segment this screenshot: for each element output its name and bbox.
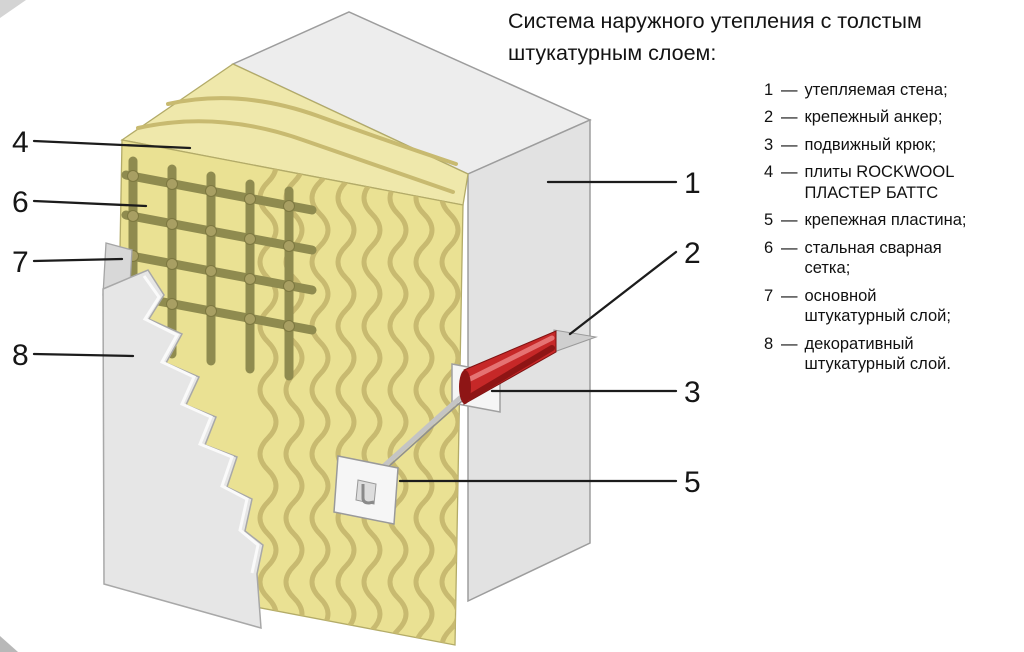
callout-7: 7	[12, 246, 29, 279]
legend-dash: —	[781, 81, 798, 99]
legend-item-6: 6 — стальная сварная сетка;	[764, 238, 1002, 279]
callout-8: 8	[12, 339, 29, 372]
callout-6: 6	[12, 186, 29, 219]
legend-item-text: стальная сварная сетка;	[804, 238, 942, 278]
callout-2: 2	[684, 237, 701, 270]
anchor-base-cap	[459, 370, 471, 404]
fixing-anchor	[459, 329, 598, 405]
legend-item-number: 6	[764, 238, 774, 257]
legend-item-text: утепляемая стена;	[804, 81, 948, 99]
anchor-highlight	[467, 335, 555, 382]
legend-item-text: основной штукатурный слой;	[804, 286, 951, 326]
steel-mesh	[121, 156, 317, 381]
leader-line-4	[32, 139, 192, 150]
legend-item-number: 5	[764, 211, 774, 230]
legend-item-7: 7 — основной штукатурный слой;	[764, 286, 1002, 327]
legend-item-8: 8 — декоративный штукатурный слой.	[764, 334, 1002, 375]
legend-dash: —	[781, 108, 798, 127]
callout-1: 1	[684, 167, 701, 200]
legend-item-number: 3	[764, 135, 774, 154]
legend-item-2: 2 — крепежный анкер;	[764, 107, 1002, 127]
leader-line-2	[568, 250, 678, 336]
torn-edge-highlight	[142, 275, 260, 574]
mesh-weld-dots	[127, 170, 295, 332]
legend-dash: —	[781, 334, 798, 353]
legend-dash: —	[781, 238, 798, 257]
legend-dash: —	[781, 135, 798, 154]
legend: 1 — утепляемая стена; 2 — крепежный анке…	[764, 80, 1002, 381]
legend-item-number: 4	[764, 163, 774, 182]
legend-item-text: крепежная пластина;	[804, 211, 967, 230]
legend-item-5: 5 — крепежная пластина;	[764, 210, 1002, 230]
legend-item-number: 2	[764, 108, 774, 127]
legend-item-1: 1 — утепляемая стена;	[764, 80, 1002, 100]
plate-hook	[361, 484, 375, 505]
leader-lines	[32, 139, 678, 483]
anchor-shadow	[467, 345, 555, 400]
legend-dash: —	[781, 211, 798, 230]
diagram-title: Система наружного утепления с толстым шт…	[508, 9, 922, 66]
callout-3: 3	[684, 376, 701, 409]
decorative-plaster-panel	[102, 269, 264, 630]
legend-item-3: 3 — подвижный крюк;	[764, 135, 1002, 155]
leader-line-7	[32, 257, 124, 263]
legend-item-4: 4 — плиты ROCKWOOL ПЛАСТЕР БАТТС	[764, 162, 1002, 203]
callout-numbers: 4 6 7 8 1 2 3 5	[12, 126, 701, 499]
legend-dash: —	[781, 286, 798, 305]
insulation-top-texture	[136, 96, 458, 194]
leader-line-6	[32, 199, 148, 208]
legend-dash: —	[781, 163, 798, 182]
legend-item-number: 8	[764, 334, 774, 353]
scan-artifacts	[0, 0, 26, 652]
legend-item-text: крепежный анкер;	[804, 108, 943, 127]
legend-item-text: подвижный крюк;	[804, 135, 937, 154]
legend-item-text: плиты ROCKWOOL ПЛАСТЕР БАТТС	[804, 163, 955, 202]
legend-item-number: 1	[764, 81, 774, 99]
plate-slot	[355, 479, 377, 505]
fixing-plate	[333, 455, 399, 525]
callout-4: 4	[12, 126, 29, 159]
leader-line-8	[32, 352, 135, 358]
legend-item-text: декоративный штукатурный слой.	[804, 334, 951, 373]
callout-5: 5	[684, 466, 701, 499]
legend-item-number: 7	[764, 286, 774, 305]
